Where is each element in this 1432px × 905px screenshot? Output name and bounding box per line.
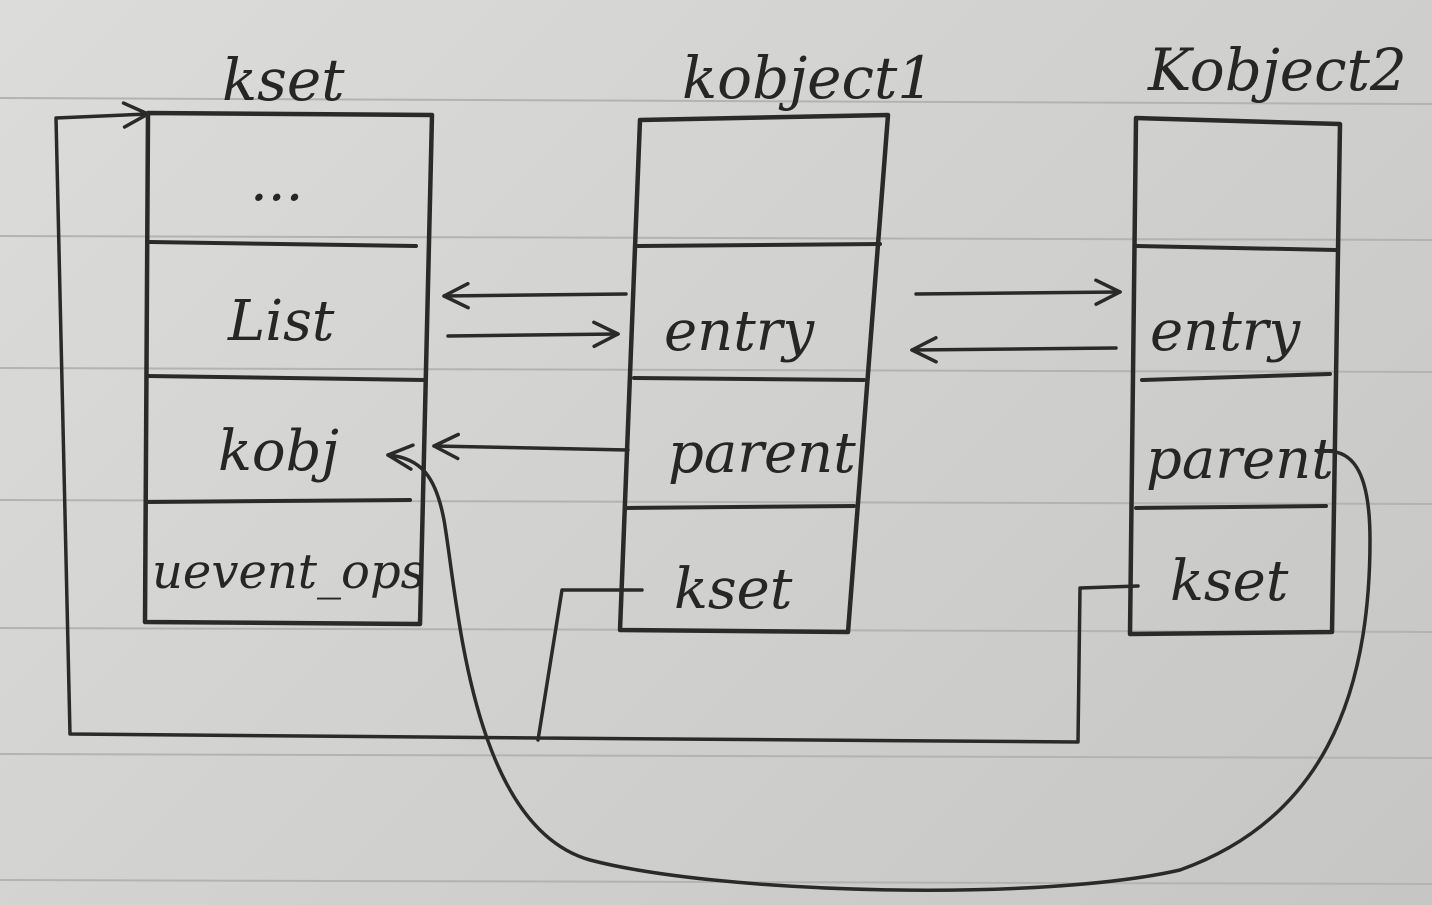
kobject1-divider — [632, 376, 866, 382]
entry1-to-list-arrow — [442, 281, 628, 310]
kset-field-list: List — [227, 289, 335, 354]
kobject1-field-kset: kset — [674, 557, 793, 622]
kobject1-divider — [624, 504, 856, 510]
kset-struct: kset ... List kobj uevent_ops — [142, 46, 435, 627]
kset-divider — [148, 240, 418, 248]
kobject1-divider — [636, 242, 882, 248]
kset-field-uevent-ops: uevent_ops — [152, 544, 425, 600]
parent1-to-kobj-arrow — [432, 432, 630, 461]
kset-box — [142, 110, 435, 627]
list-to-entry1-arrow — [446, 320, 620, 349]
kset-divider — [145, 374, 426, 382]
kobject2-field-entry: entry — [1150, 299, 1301, 364]
kobject2-title: Kobject2 — [1147, 36, 1407, 104]
kobject2-field-parent: parent — [1146, 427, 1334, 492]
kobject2-divider — [1134, 504, 1328, 510]
kobject2-box — [1127, 115, 1343, 637]
entry1-to-entry2-arrow — [914, 278, 1122, 306]
kobject1-title: kobject1 — [682, 44, 934, 112]
kobject1-field-parent: parent — [668, 421, 856, 486]
entry2-to-entry1-arrow — [910, 336, 1118, 364]
kobject2-divider — [1140, 372, 1332, 382]
kobject1-field-entry: entry — [664, 299, 815, 364]
kobject2-field-kset: kset — [1170, 549, 1289, 614]
kset-field-kobj: kobj — [218, 419, 339, 484]
list-links — [442, 278, 1122, 364]
parent2-to-kobj-arrow — [386, 443, 1372, 892]
kset-divider — [144, 498, 412, 504]
parent-links — [386, 432, 1372, 892]
kobject2-divider — [1134, 244, 1338, 252]
kset-pointer-wire — [54, 114, 1140, 744]
kset-title: kset — [222, 46, 345, 114]
kobject2-struct: Kobject2 entry parent kset — [1127, 36, 1407, 637]
kset-field-ellipsis: ... — [250, 149, 303, 214]
kobject1-box — [617, 112, 891, 635]
kobject1-struct: kobject1 entry parent kset — [617, 44, 934, 635]
kset-links — [54, 114, 1140, 744]
